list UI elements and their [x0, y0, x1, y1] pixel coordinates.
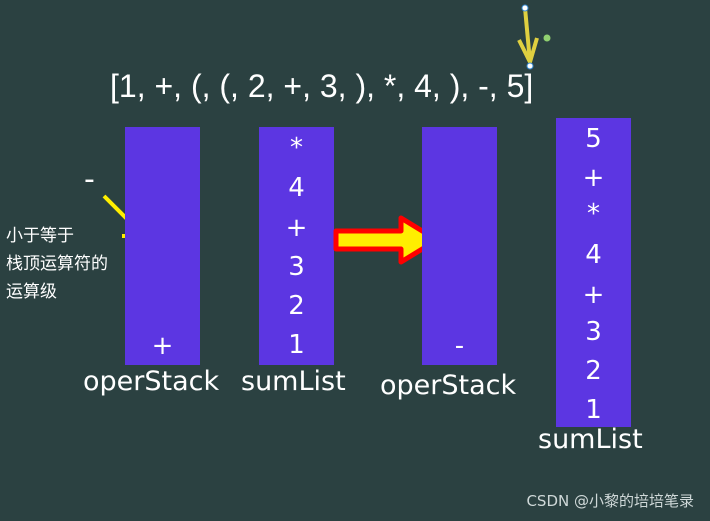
list-item: 4 — [585, 240, 602, 270]
list-item: 3 — [585, 317, 602, 347]
stack-item: + — [151, 331, 174, 361]
transition-arrow-icon — [333, 215, 440, 265]
sumlist-before-label: sumList — [241, 366, 346, 397]
token-list: [1, +, (, (, 2, +, 3, ), *, 4, ), -, 5] — [110, 68, 534, 104]
rule-note: 小于等于 栈顶运算符的 运算级 — [6, 222, 108, 306]
list-item: * — [587, 199, 600, 229]
list-item: + — [582, 280, 605, 310]
sumlist-after: 5 + * 4 + 3 2 1 — [556, 118, 631, 427]
pointer-arrow-icon — [517, 4, 551, 70]
list-item: 1 — [585, 395, 602, 425]
list-item: * — [290, 133, 303, 163]
list-item: 2 — [288, 291, 305, 321]
list-item: 2 — [585, 356, 602, 386]
sumlist-before: * 4 + 3 2 1 — [259, 127, 334, 365]
current-token: - — [84, 162, 95, 197]
list-item: + — [582, 163, 605, 193]
operstack-after: - — [422, 127, 497, 365]
operstack-before: + — [125, 127, 200, 365]
list-item: 4 — [288, 173, 305, 203]
list-item: 5 — [585, 124, 602, 154]
operstack-after-label: operStack — [380, 370, 517, 401]
note-line: 栈顶运算符的 — [6, 254, 108, 274]
list-item: + — [285, 213, 308, 243]
watermark: CSDN @小黎的培培笔录 — [526, 492, 694, 510]
stack-item: - — [454, 331, 465, 361]
note-line: 运算级 — [6, 282, 57, 302]
operstack-before-label: operStack — [83, 366, 220, 397]
list-item: 1 — [288, 330, 305, 360]
sumlist-after-label: sumList — [538, 424, 643, 455]
note-line: 小于等于 — [6, 226, 74, 246]
list-item: 3 — [288, 252, 305, 282]
